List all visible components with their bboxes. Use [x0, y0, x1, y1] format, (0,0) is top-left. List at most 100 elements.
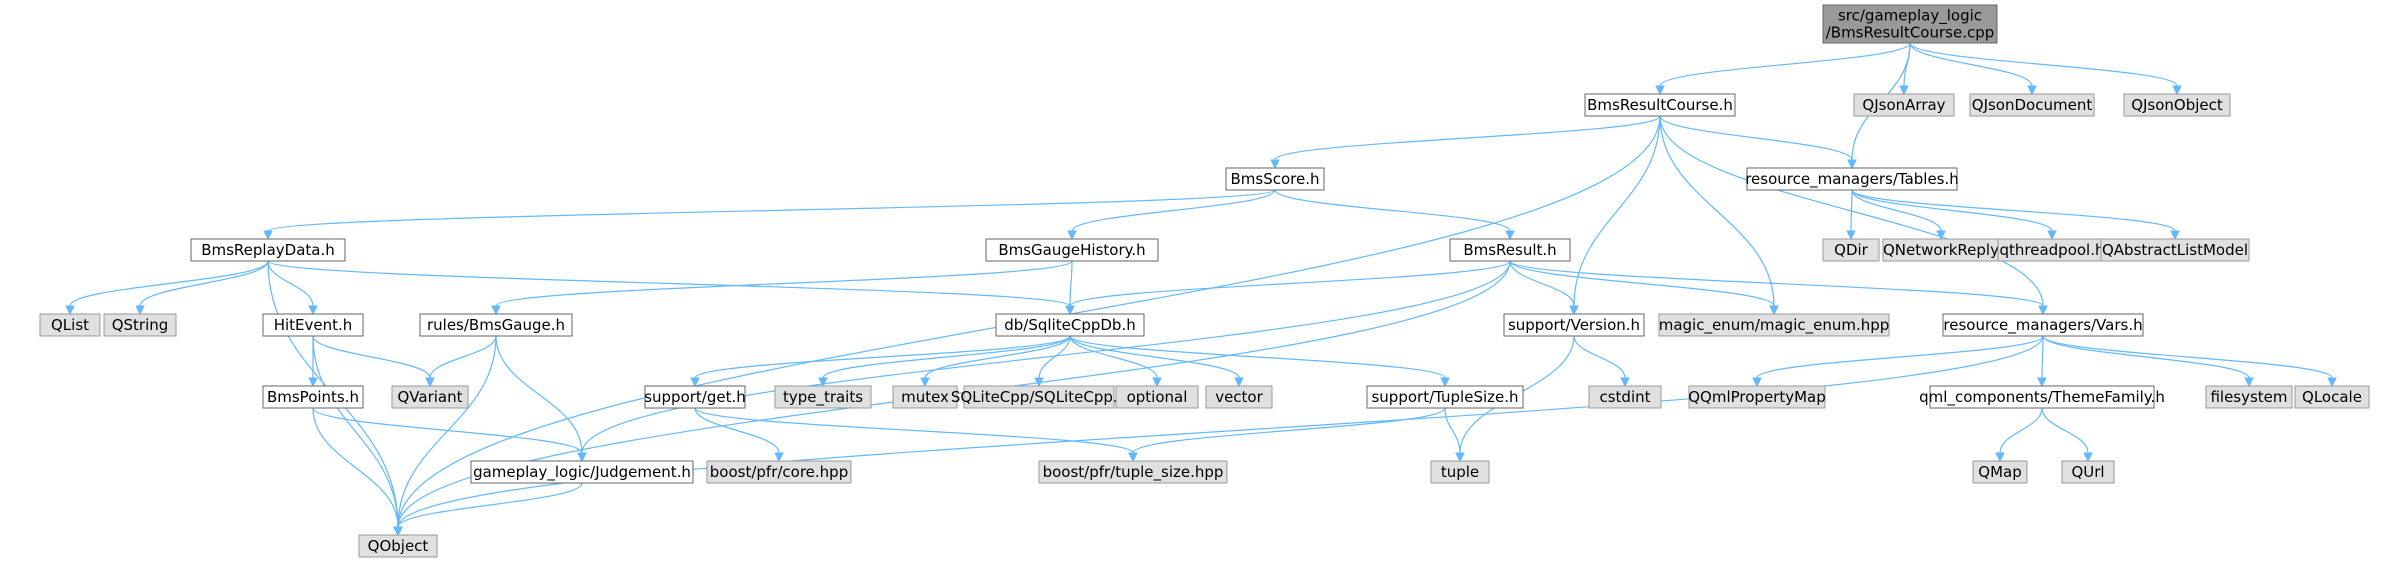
node-magic-enum-hpp: magic_enum/magic_enum.hpp [1658, 313, 1890, 337]
dependency-edge [1995, 407, 2043, 463]
edge-line [1909, 42, 2033, 87]
edge-line [397, 335, 497, 528]
dependency-edge [1573, 335, 1630, 388]
edge-arrowhead [2083, 452, 2093, 463]
node-box [1205, 385, 1273, 409]
edge-line [924, 335, 1071, 379]
node-box [190, 238, 346, 262]
node-optional: optional [1115, 385, 1199, 409]
node-label: mutex [901, 388, 949, 406]
edge-line [581, 260, 1511, 454]
node-box [262, 385, 364, 409]
node-label: QJsonDocument [1972, 96, 2093, 114]
node-bmsscore-h[interactable]: BmsScore.h [1225, 167, 1325, 191]
edge-arrowhead [491, 305, 501, 316]
edge-line [312, 335, 399, 528]
node-vars-h[interactable]: resource_managers/Vars.h [1942, 313, 2144, 337]
edge-line [1509, 260, 2044, 307]
node-box [1449, 238, 1571, 262]
dependency-edge [2041, 407, 2093, 463]
node-judgement-h[interactable]: gameplay_logic/Judgement.h [470, 460, 694, 484]
node-pfr-tuple-size-hpp: boost/pfr/tuple_size.hpp [1038, 460, 1228, 484]
node-box [1038, 460, 1228, 484]
node-version-h[interactable]: support/Version.h [1503, 313, 1645, 337]
node-qobject: QObject [358, 534, 438, 558]
node-label: QQmlPropertyMap [1688, 388, 1826, 406]
edge-arrowhead [577, 452, 587, 463]
dependency-edge [267, 260, 1075, 316]
edge-line [1659, 42, 1911, 87]
dependency-edge [1846, 189, 1856, 241]
node-bmspoints-h[interactable]: BmsPoints.h [262, 385, 364, 409]
edge-arrowhead [2037, 377, 2047, 388]
dependency-edge [2042, 335, 2337, 388]
edge-line [1659, 115, 1853, 161]
node-label: QJsonArray [1862, 96, 1945, 114]
node-label: filesystem [2210, 388, 2287, 406]
node-label: db/SqliteCppDb.h [1004, 316, 1135, 334]
edge-arrowhead [425, 377, 435, 388]
edge-line [1274, 189, 1511, 232]
edge-line [267, 260, 1071, 307]
edge-line [1509, 260, 1775, 307]
node-box [1115, 385, 1199, 409]
node-qabstractlistmodel: QAbstractListModel [2100, 238, 2250, 262]
node-label: boost/pfr/tuple_size.hpp [1043, 463, 1224, 482]
node-label: src/gameplay_logic [1838, 7, 1982, 26]
node-label: QJsonObject [2131, 96, 2223, 114]
node-label: QLocale [2302, 388, 2362, 406]
node-label: BmsResult.h [1463, 241, 1556, 259]
node-bmsgaugehistory-h[interactable]: BmsGaugeHistory.h [985, 238, 1159, 262]
dependency-edge [694, 407, 784, 463]
node-box [2100, 238, 2250, 262]
node-box [2123, 93, 2231, 117]
node-bmsresultcourse-h[interactable]: BmsResultCourse.h [1584, 93, 1736, 117]
node-label: /BmsResultCourse.cpp [1826, 24, 1995, 42]
dependency-edge [312, 407, 403, 537]
node-get-h[interactable]: support/get.h [644, 385, 746, 409]
edge-line [69, 260, 269, 307]
node-box [1972, 460, 2028, 484]
edge-line [1069, 260, 1073, 307]
node-tuplesize-h[interactable]: support/TupleSize.h [1366, 385, 1524, 409]
node-bmsresult-h[interactable]: BmsResult.h [1449, 238, 1571, 262]
node-sqlitecpp-h: SQLiteCpp/SQLiteCpp.h [951, 385, 1127, 409]
edge-arrowhead [1620, 377, 1630, 388]
node-box [1503, 313, 1645, 337]
node-hitevent-h[interactable]: HitEvent.h [262, 313, 364, 337]
node-label: support/get.h [644, 388, 746, 406]
node-root[interactable]: src/gameplay_logic/BmsResultCourse.cpp [1822, 4, 1998, 44]
dependency-edge [1128, 407, 1446, 463]
edge-arrowhead [1067, 230, 1077, 241]
edge-arrowhead [1769, 305, 1779, 316]
edge-arrowhead [2172, 85, 2182, 96]
edge-arrowhead [1065, 305, 1075, 316]
edge-line [312, 407, 583, 454]
dependency-edge [577, 260, 1511, 463]
node-box [1853, 93, 1955, 117]
node-box [1969, 93, 2095, 117]
node-themefamily-h[interactable]: qml_components/ThemeFamily.h [1919, 385, 2165, 409]
node-label: qthreadpool.h [1999, 241, 2104, 259]
node-box [419, 313, 573, 337]
node-sqlitecppdb-h[interactable]: db/SqliteCppDb.h [995, 313, 1145, 337]
node-label: SQLiteCpp/SQLiteCpp.h [951, 388, 1127, 406]
node-tuple: tuple [1430, 460, 1490, 484]
node-tables-h[interactable]: resource_managers/Tables.h [1745, 167, 1959, 191]
node-label: QVariant [397, 388, 462, 406]
dependency-edge [393, 335, 2044, 537]
node-box [2061, 460, 2115, 484]
dependency-edge [425, 335, 497, 388]
dependency-edge [1752, 335, 2044, 388]
edge-line [1069, 335, 1446, 379]
node-bmsgauge-h[interactable]: rules/BmsGauge.h [419, 313, 573, 337]
edge-line [1850, 189, 1853, 232]
node-label: cstdint [1599, 388, 1650, 406]
edge-line [1444, 407, 1461, 454]
edge-arrowhead [65, 305, 75, 316]
node-bmsreplaydata-h[interactable]: BmsReplayData.h [190, 238, 346, 262]
edge-line [495, 335, 583, 454]
node-box [262, 313, 364, 337]
edge-line [694, 407, 780, 454]
